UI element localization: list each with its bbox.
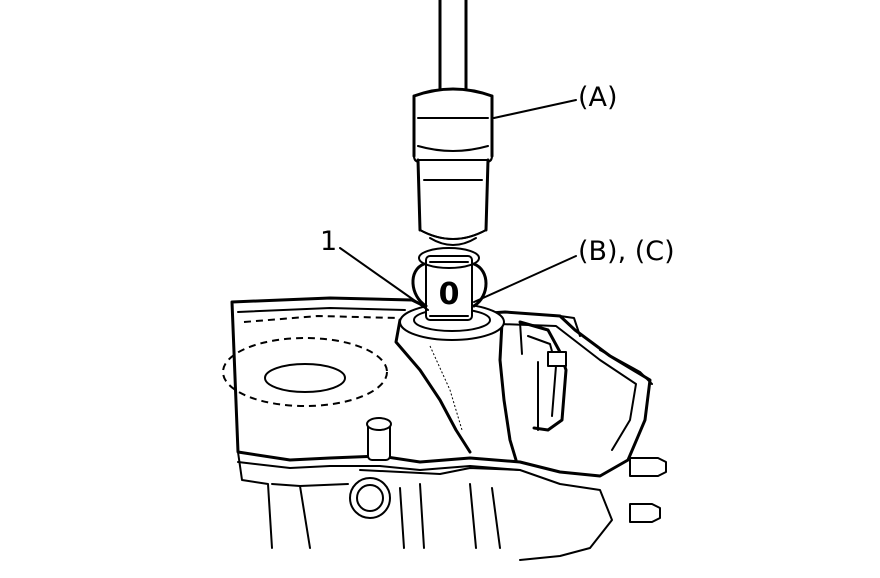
- svg-text:0: 0: [439, 277, 460, 312]
- transmission-housing: [222, 296, 667, 561]
- callout-1: 1: [320, 226, 338, 257]
- part-1-nut: 0: [425, 255, 473, 321]
- tool-a-sliding-hammer: [412, 0, 494, 246]
- leader-1: [339, 247, 429, 311]
- leader-lines: [339, 99, 577, 311]
- leader-bc: [473, 255, 577, 303]
- tool-bc-adapter: [411, 247, 488, 308]
- callout-bc: (B), (C): [578, 236, 675, 267]
- leader-a: [493, 99, 577, 119]
- callout-a: (A): [578, 82, 618, 113]
